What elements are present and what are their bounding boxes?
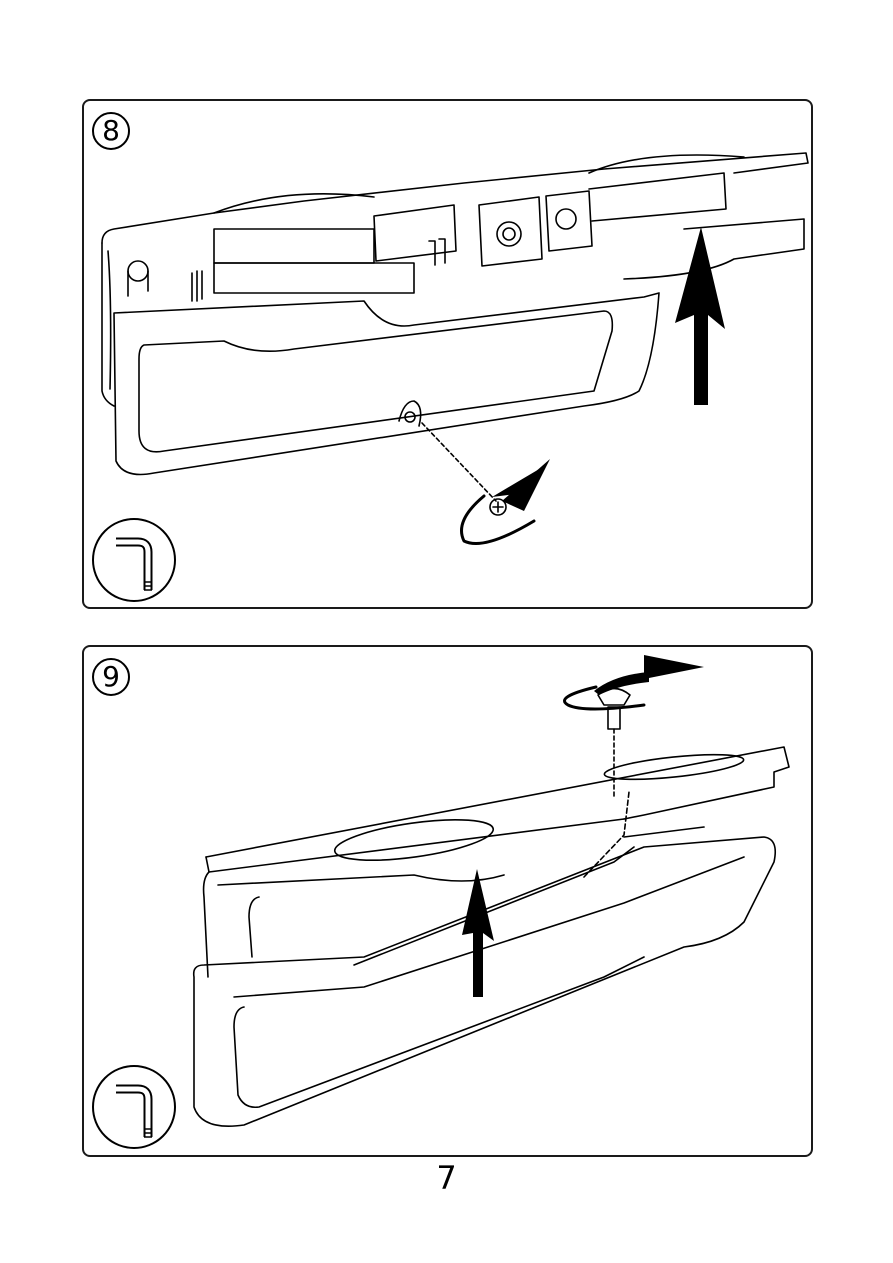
- step-9-illustration: [84, 647, 811, 1155]
- page-number: 7: [0, 1158, 893, 1198]
- step-8-illustration: [84, 101, 811, 607]
- step-8-panel: 8: [82, 99, 813, 609]
- step-number-badge: 9: [92, 658, 130, 696]
- hex-key-icon: [92, 1065, 176, 1149]
- step-number-badge: 8: [92, 112, 130, 150]
- step-9-panel: 9: [82, 645, 813, 1157]
- hex-key-icon: [92, 518, 176, 602]
